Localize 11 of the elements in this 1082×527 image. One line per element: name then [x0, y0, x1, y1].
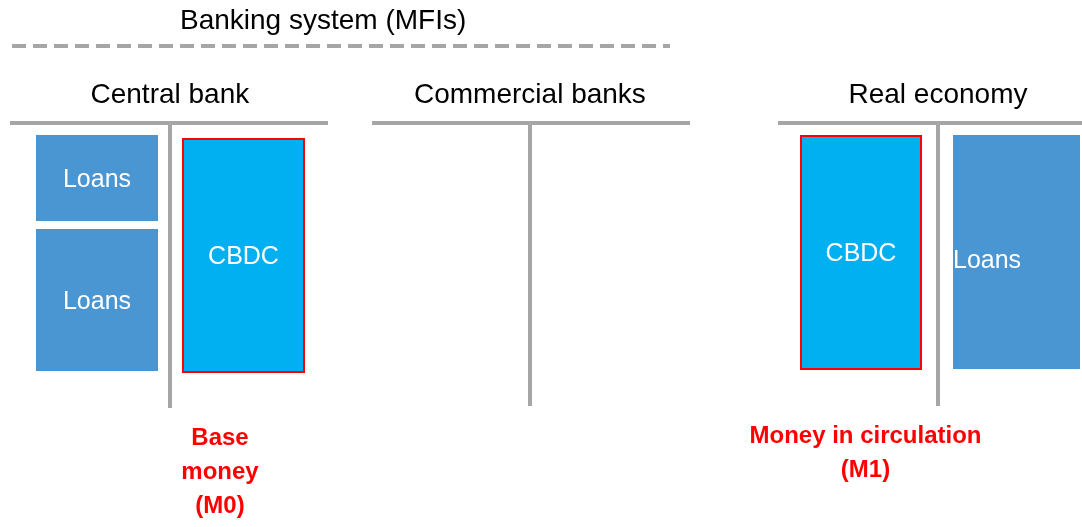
caption-text: Base money (M0) [180, 422, 260, 520]
account-heading: Commercial banks [414, 78, 646, 110]
cbdc-block: CBDC [182, 138, 305, 373]
caption-text: Money in circulation (M1) [748, 420, 983, 484]
loans-block: Loans [36, 229, 158, 371]
heading: Banking system (MFIs) [180, 4, 467, 36]
loans-block: Loans [36, 135, 158, 221]
loans-block: Loans [953, 135, 1080, 369]
account-heading: Real economy [848, 78, 1028, 110]
cbdc-block: CBDC [800, 135, 922, 370]
account-heading: Central bank [90, 78, 250, 110]
